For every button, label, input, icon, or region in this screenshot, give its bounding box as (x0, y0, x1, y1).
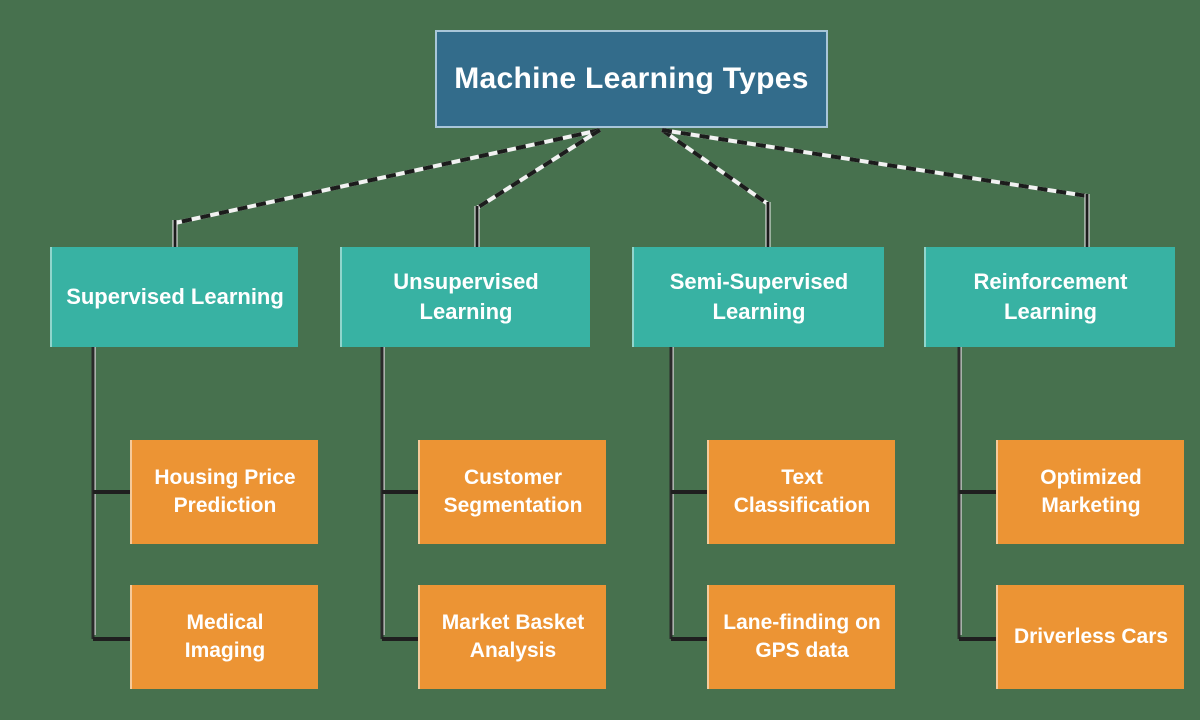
example-label: Lane-finding on GPS data (723, 610, 881, 662)
connector-semi-supervised-to-examples (669, 347, 709, 641)
example-label: Customer Segmentation (443, 465, 583, 517)
category-node-semi-supervised-learning: Semi-Supervised Learning (632, 247, 884, 347)
example-label: Housing Price Prediction (154, 465, 296, 517)
category-label: Supervised Learning (66, 284, 284, 310)
connector-reinforcement-to-examples (957, 347, 998, 641)
connector-root-to-semi-supervised (660, 128, 771, 249)
example-node-optimized-marketing: Optimized Marketing (996, 440, 1184, 544)
example-node-customer-segmentation: Customer Segmentation (418, 440, 606, 544)
connector-root-to-supervised (172, 128, 601, 249)
category-node-unsupervised-learning: Unsupervised Learning (340, 247, 590, 347)
root-node-machine-learning-types: Machine Learning Types (435, 30, 828, 128)
category-label: Unsupervised Learning (393, 269, 539, 324)
example-label: Optimized Marketing (1040, 465, 1142, 517)
category-label: Semi-Supervised Learning (669, 269, 849, 324)
example-node-medical-imaging: Medical Imaging (130, 585, 318, 689)
example-node-market-basket-analysis: Market Basket Analysis (418, 585, 606, 689)
example-node-housing-price-prediction: Housing Price Prediction (130, 440, 318, 544)
root-node-label: Machine Learning Types (454, 62, 809, 95)
connector-root-to-reinforcement (661, 128, 1090, 249)
example-node-lane-finding-on-gps-data: Lane-finding on GPS data (707, 585, 895, 689)
category-node-supervised-learning: Supervised Learning (50, 247, 298, 347)
example-node-driverless-cars: Driverless Cars (996, 585, 1184, 689)
example-label: Text Classification (733, 465, 871, 517)
example-label: Medical Imaging (184, 610, 266, 662)
category-label: Reinforcement Learning (973, 269, 1128, 324)
example-label: Driverless Cars (1013, 624, 1169, 648)
category-node-reinforcement-learning: Reinforcement Learning (924, 247, 1175, 347)
connector-supervised-to-examples (91, 347, 132, 641)
connector-root-to-unsupervised (474, 128, 602, 249)
example-label: Market Basket Analysis (441, 610, 585, 662)
connector-unsupervised-to-examples (380, 347, 420, 641)
example-node-text-classification: Text Classification (707, 440, 895, 544)
